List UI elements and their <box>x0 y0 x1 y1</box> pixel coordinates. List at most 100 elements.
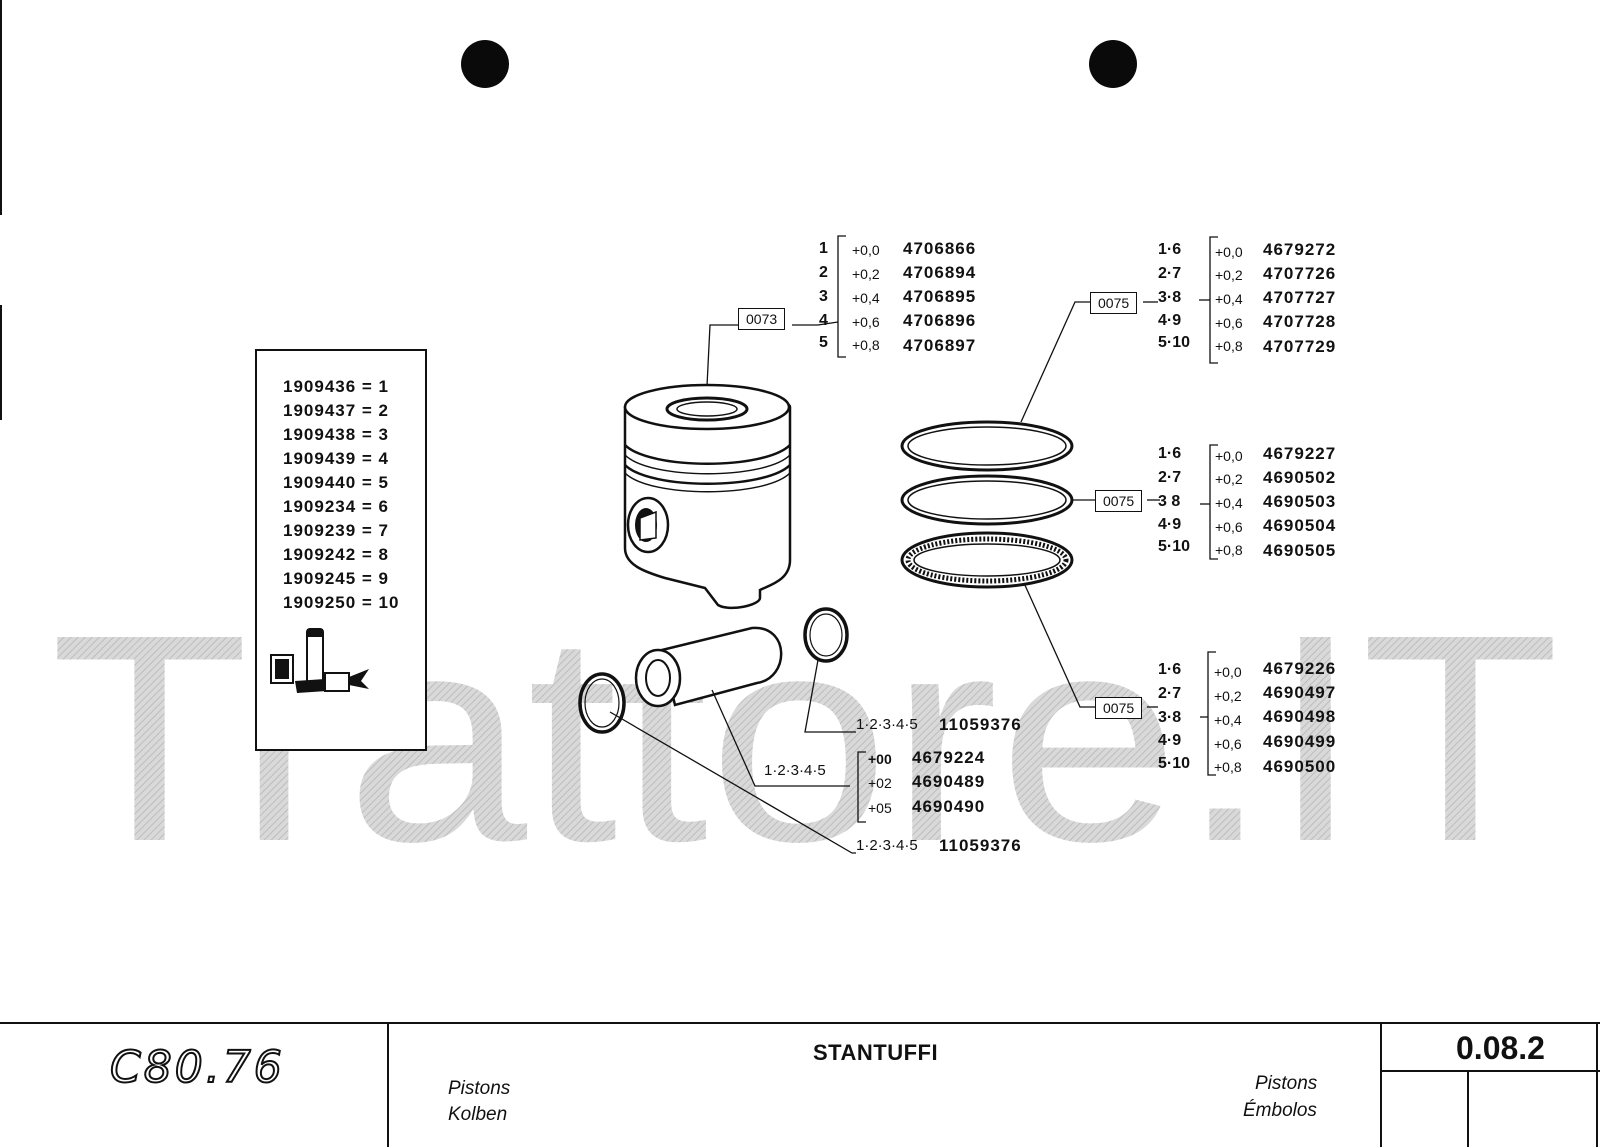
piston-pos: 2 <box>819 264 828 281</box>
legend-line: 1909242 = 8 <box>283 545 390 564</box>
ring-3-part-number: 4679226 <box>1263 659 1337 678</box>
left-edge-mark-top <box>0 0 2 215</box>
circlip-top-part-number: 11059376 <box>939 715 1022 734</box>
title-block-divider <box>1380 1070 1600 1072</box>
legend-line: 1909440 = 5 <box>283 473 390 492</box>
ring-1-part-number: 4707729 <box>1263 337 1337 356</box>
ring-2-size: +0,4 <box>1215 495 1243 511</box>
piston-ref-callout: 0073 <box>738 308 786 330</box>
ring-3-pos: 3·8 <box>1158 709 1182 726</box>
legend-line: 1909239 = 7 <box>283 521 390 540</box>
ring-1-size: +0,8 <box>1215 338 1243 354</box>
ring-2-size: +0,0 <box>1215 448 1243 464</box>
title-block-right-edge <box>1596 1024 1598 1147</box>
piston-pos: 3 <box>819 288 828 305</box>
legend-line: 1909436 = 1 <box>283 377 390 396</box>
circlip-top-pos: 1·2·3·4·5 <box>856 716 918 733</box>
ring-2-part-number: 4690502 <box>1263 468 1337 487</box>
ring-3-part-number: 4690498 <box>1263 707 1337 726</box>
ring-group-3-ref-callout: 0075 <box>1095 697 1143 719</box>
ring-3-part-number: 4690497 <box>1263 683 1337 702</box>
ring-3-pos: 4·9 <box>1158 732 1182 749</box>
ring-1-part-number: 4707726 <box>1263 264 1337 283</box>
ring-1-part-number: 4707727 <box>1263 288 1337 307</box>
pin-part-number: 4690490 <box>912 797 986 816</box>
left-edge-mark-mid <box>0 305 2 420</box>
ring-group-1-ref-callout: 0075 <box>1090 292 1138 314</box>
title-translation: Pistons <box>448 1078 511 1099</box>
ring-3-size: +0,0 <box>1214 664 1242 680</box>
kit-box-illustration-icon <box>270 628 369 693</box>
ring-1-pos: 3·8 <box>1158 289 1182 306</box>
legend-line: 1909234 = 6 <box>283 497 390 516</box>
ring-3-size: +0,4 <box>1214 712 1242 728</box>
ring-1-size: +0,6 <box>1215 315 1243 331</box>
ring-1-size: +0,0 <box>1215 244 1243 260</box>
ring-2-part-number: 4679227 <box>1263 444 1337 463</box>
pin-part-number: 4679224 <box>912 748 986 767</box>
kit-legend-box: 1909436 = 1 1909437 = 2 1909438 = 3 1909… <box>255 349 427 751</box>
ring-group-2-ref-callout: 0075 <box>1095 490 1143 512</box>
pin-size: +00 <box>868 751 892 767</box>
title-translation: Pistons <box>1255 1073 1318 1094</box>
ring-2-size: +0,2 <box>1215 471 1243 487</box>
pin-size: +02 <box>868 775 892 791</box>
piston-rings-drawing <box>900 420 1074 589</box>
ring-1-pos: 5·10 <box>1158 334 1191 351</box>
pin-size: +05 <box>868 800 892 816</box>
ring-3-pos: 5·10 <box>1158 755 1191 772</box>
ring-2-pos: 1·6 <box>1158 445 1182 462</box>
ring-2-part-number: 4690503 <box>1263 492 1337 511</box>
piston-size: +0,4 <box>852 290 880 306</box>
ring-1-size: +0,2 <box>1215 267 1243 283</box>
legend-line: 1909245 = 9 <box>283 569 390 588</box>
title-block-divider <box>1380 1024 1382 1147</box>
piston-pos: 5 <box>819 334 828 351</box>
pin-pos: 1·2·3·4·5 <box>764 762 826 779</box>
circlips-drawing <box>578 607 849 734</box>
title-translation: Kolben <box>448 1104 508 1125</box>
circlip-bottom-part-number: 11059376 <box>939 836 1022 855</box>
ring-2-part-number: 4690504 <box>1263 516 1337 535</box>
ring-2-pos: 5·10 <box>1158 538 1191 555</box>
piston-size: +0,0 <box>852 242 880 258</box>
piston-part-number: 4706897 <box>903 336 977 355</box>
legend-line: 1909438 = 3 <box>283 425 390 444</box>
piston-size: +0,6 <box>852 314 880 330</box>
leader-lines <box>609 235 1218 854</box>
ring-3-size: +0,8 <box>1214 759 1242 775</box>
legend-line: 1909250 = 10 <box>283 593 400 612</box>
piston-part-number: 4706866 <box>903 239 977 258</box>
page-code: 0.08.2 <box>1456 1030 1545 1066</box>
ring-2-size: +0,6 <box>1215 519 1243 535</box>
title-translation: Émbolos <box>1243 1100 1317 1121</box>
ring-1-pos: 4·9 <box>1158 312 1182 329</box>
pin-part-number: 4690489 <box>912 772 986 791</box>
circlip-bottom-pos: 1·2·3·4·5 <box>856 837 918 854</box>
ring-2-pos: 2·7 <box>1158 469 1182 486</box>
ring-1-part-number: 4707728 <box>1263 312 1337 331</box>
title-block: C80.76 STANTUFFI Pistons Kolben Pistons … <box>0 1022 1600 1147</box>
ring-1-pos: 2·7 <box>1158 265 1182 282</box>
legend-line: 1909439 = 4 <box>283 449 390 468</box>
ring-1-pos: 1·6 <box>1158 241 1182 258</box>
ring-3-part-number: 4690499 <box>1263 732 1337 751</box>
ring-2-size: +0,8 <box>1215 542 1243 558</box>
punch-hole-left <box>461 40 509 88</box>
ring-3-pos: 2·7 <box>1158 685 1182 702</box>
ring-2-part-number: 4690505 <box>1263 541 1337 560</box>
ring-3-pos: 1·6 <box>1158 661 1182 678</box>
ring-3-size: +0,2 <box>1214 688 1242 704</box>
page-title: STANTUFFI <box>813 1040 939 1065</box>
ring-3-size: +0,6 <box>1214 736 1242 752</box>
piston-pos: 4 <box>819 312 828 329</box>
title-block-divider <box>1467 1070 1469 1147</box>
ring-2-pos: 4·9 <box>1158 516 1182 533</box>
piston-size: +0,8 <box>852 337 880 353</box>
ring-1-size: +0,4 <box>1215 291 1243 307</box>
punch-hole-right <box>1089 40 1137 88</box>
model-logo: C80.76 <box>109 1041 285 1094</box>
piston-size: +0,2 <box>852 266 880 282</box>
piston-drawing <box>623 383 792 610</box>
